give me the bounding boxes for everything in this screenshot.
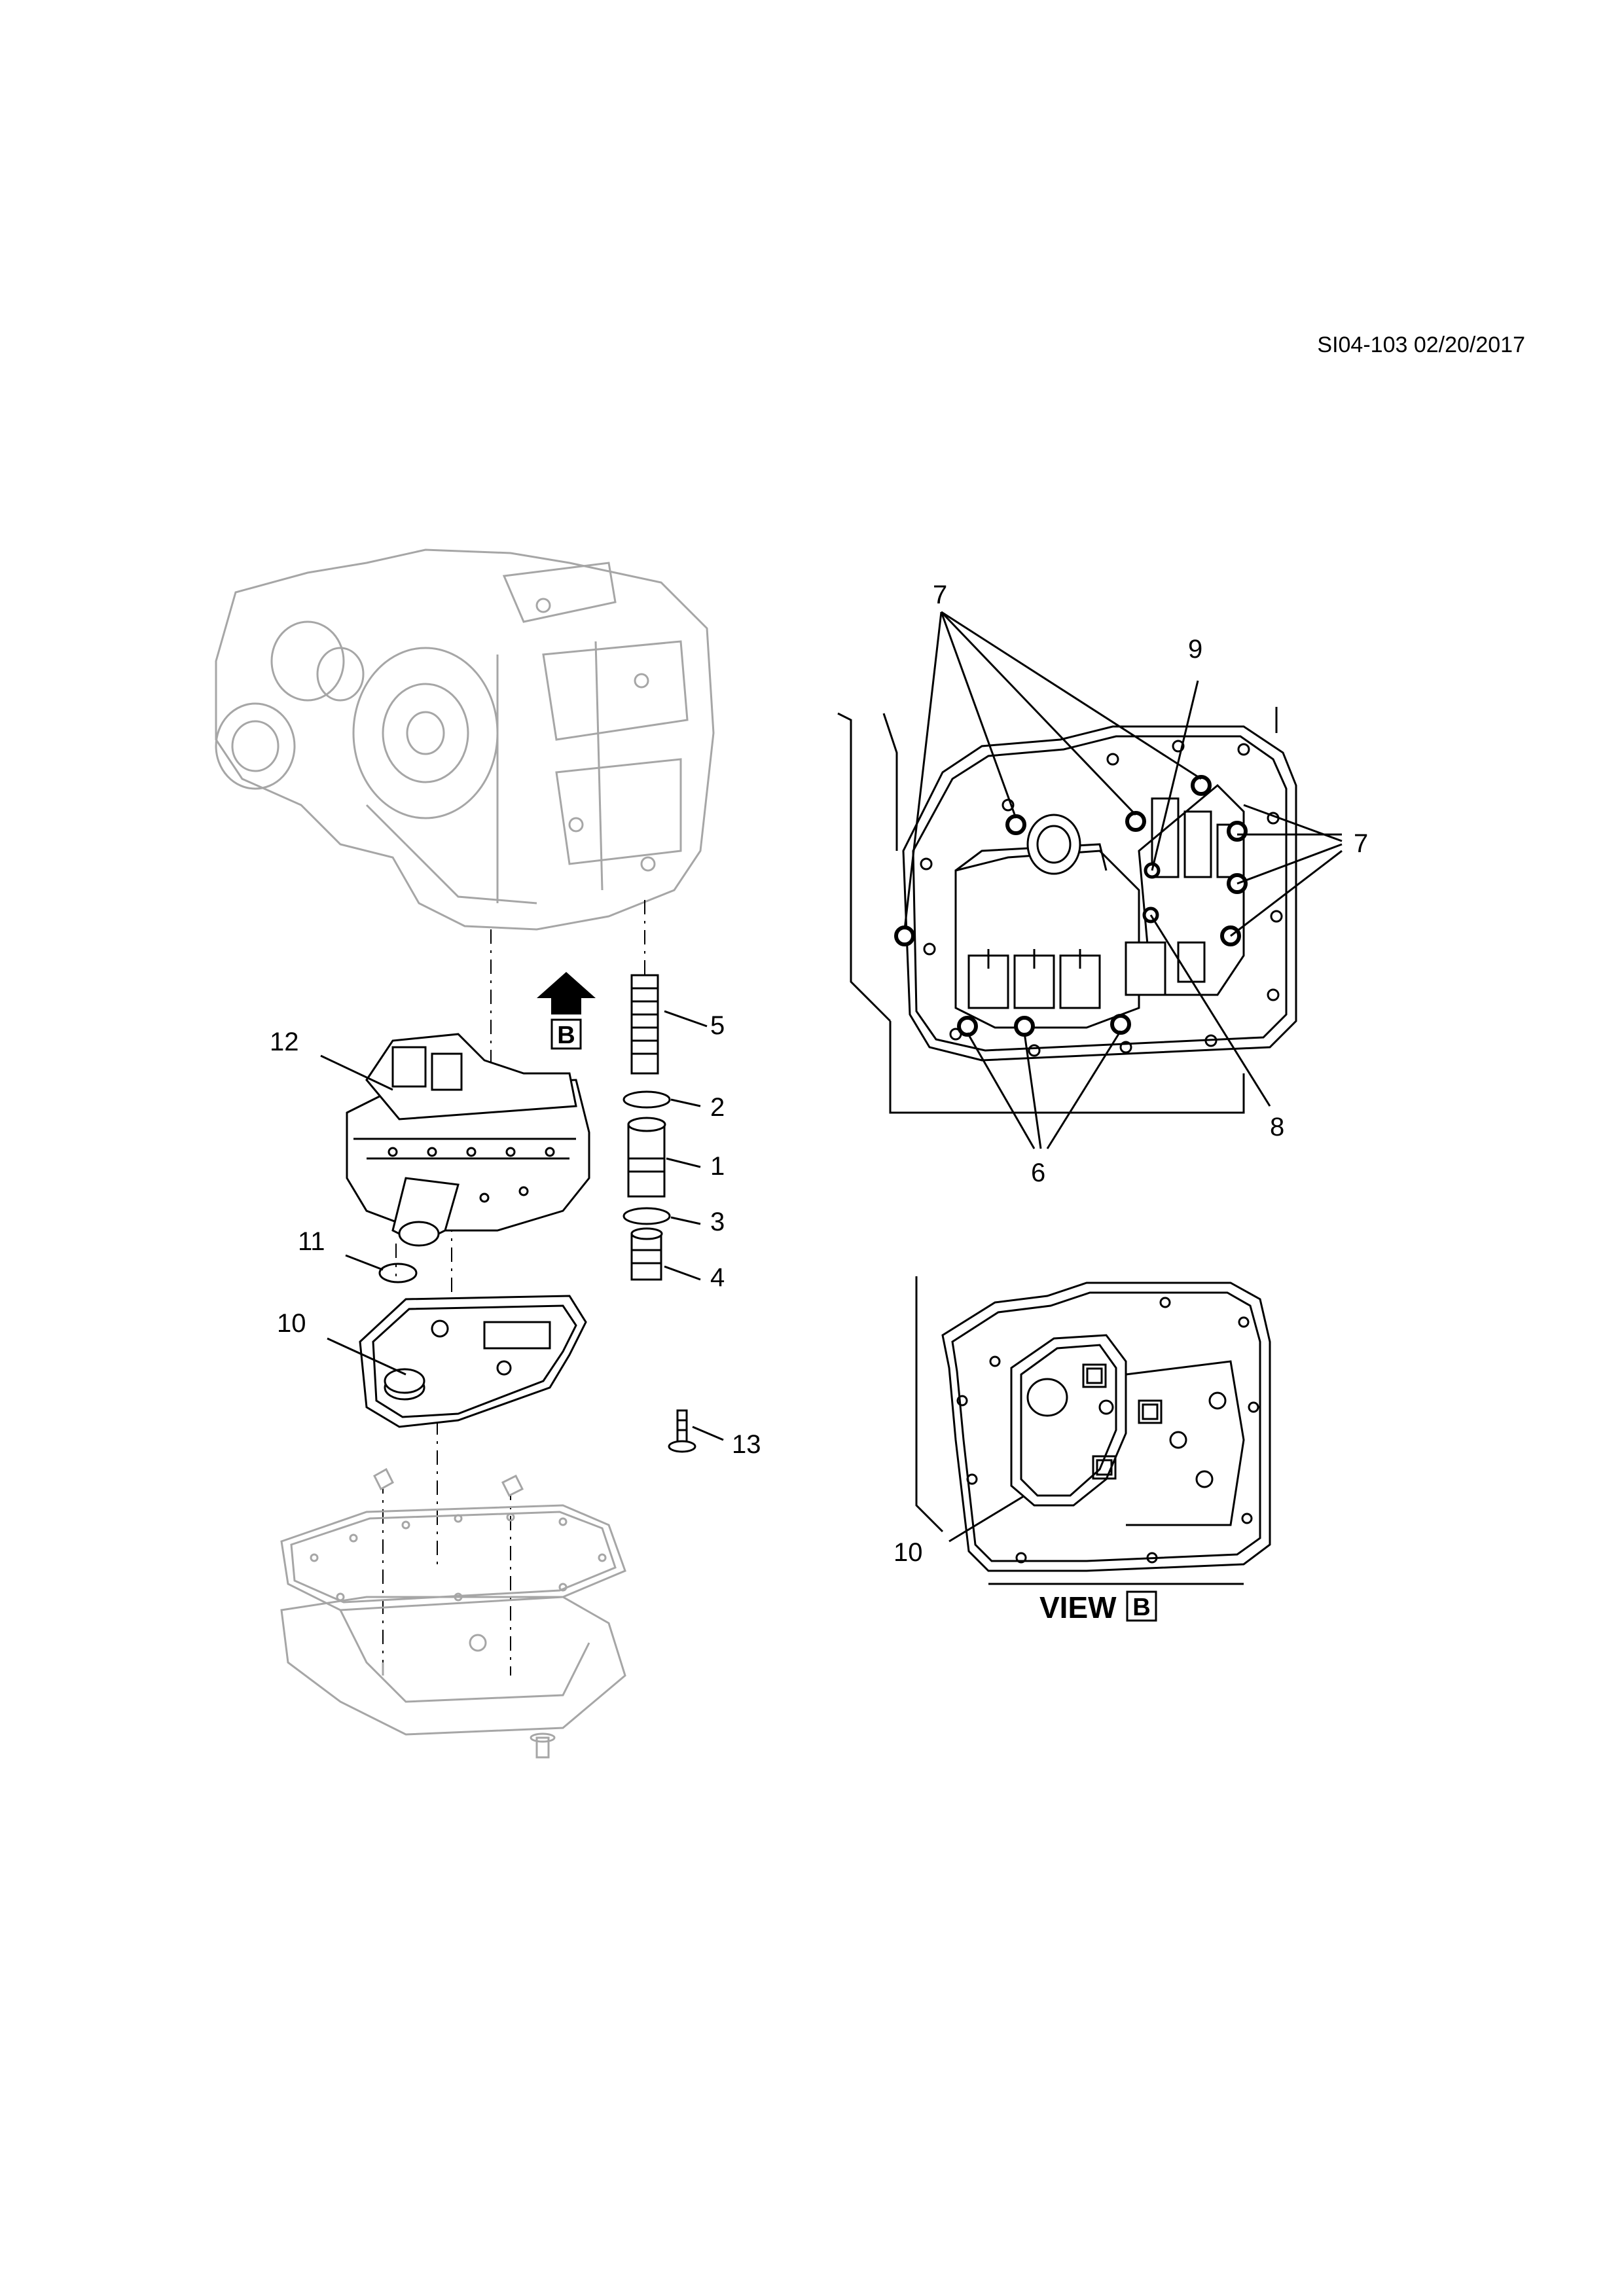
callout-5: 5 (710, 1011, 725, 1040)
view-b-label: VIEW B (1039, 1590, 1157, 1624)
callout-10-main: 10 (277, 1309, 306, 1338)
o-ring-2 (623, 1090, 671, 1109)
callout-labels: 1 2 3 4 5 6 7 7 8 9 10 10 11 12 13 (270, 581, 1368, 1567)
accumulator-spring (630, 974, 659, 1075)
callout-12: 12 (270, 1028, 299, 1056)
callout-4: 4 (710, 1263, 725, 1292)
valve-body-assembly (346, 1033, 590, 1247)
oil-strainer (359, 1295, 587, 1428)
o-ring-3 (623, 1207, 671, 1225)
callout-leaders (320, 611, 1343, 1543)
svg-text:B: B (1132, 1594, 1150, 1621)
callout-8: 8 (1270, 1113, 1284, 1141)
diagram-code: SI04-103 02/20/2017 (1317, 332, 1525, 357)
callout-7-upper: 7 (933, 581, 947, 609)
callout-7-right: 7 (1354, 829, 1368, 858)
callout-1: 1 (710, 1152, 725, 1181)
o-ring-11 (378, 1263, 418, 1283)
callout-9: 9 (1188, 635, 1202, 664)
transaxle-case (215, 548, 715, 931)
magnets (373, 1467, 524, 1498)
accumulator-piston (627, 1117, 666, 1198)
callout-13: 13 (732, 1430, 761, 1459)
callout-6: 6 (1031, 1158, 1045, 1187)
view-b-detail (915, 1276, 1271, 1585)
view-marker-box: B (550, 1018, 582, 1050)
callout-11: 11 (298, 1227, 325, 1256)
svg-text:VIEW: VIEW (1039, 1590, 1117, 1624)
oil-pan (280, 1504, 626, 1759)
bolt-13 (668, 1409, 696, 1453)
callout-10-view: 10 (893, 1538, 923, 1567)
callout-2: 2 (710, 1093, 725, 1122)
svg-text:B: B (557, 1022, 575, 1049)
accumulator-cap (630, 1227, 663, 1281)
valve-body-detail-view (837, 707, 1297, 1114)
view-direction-arrow (537, 972, 596, 1014)
callout-3: 3 (710, 1208, 725, 1236)
